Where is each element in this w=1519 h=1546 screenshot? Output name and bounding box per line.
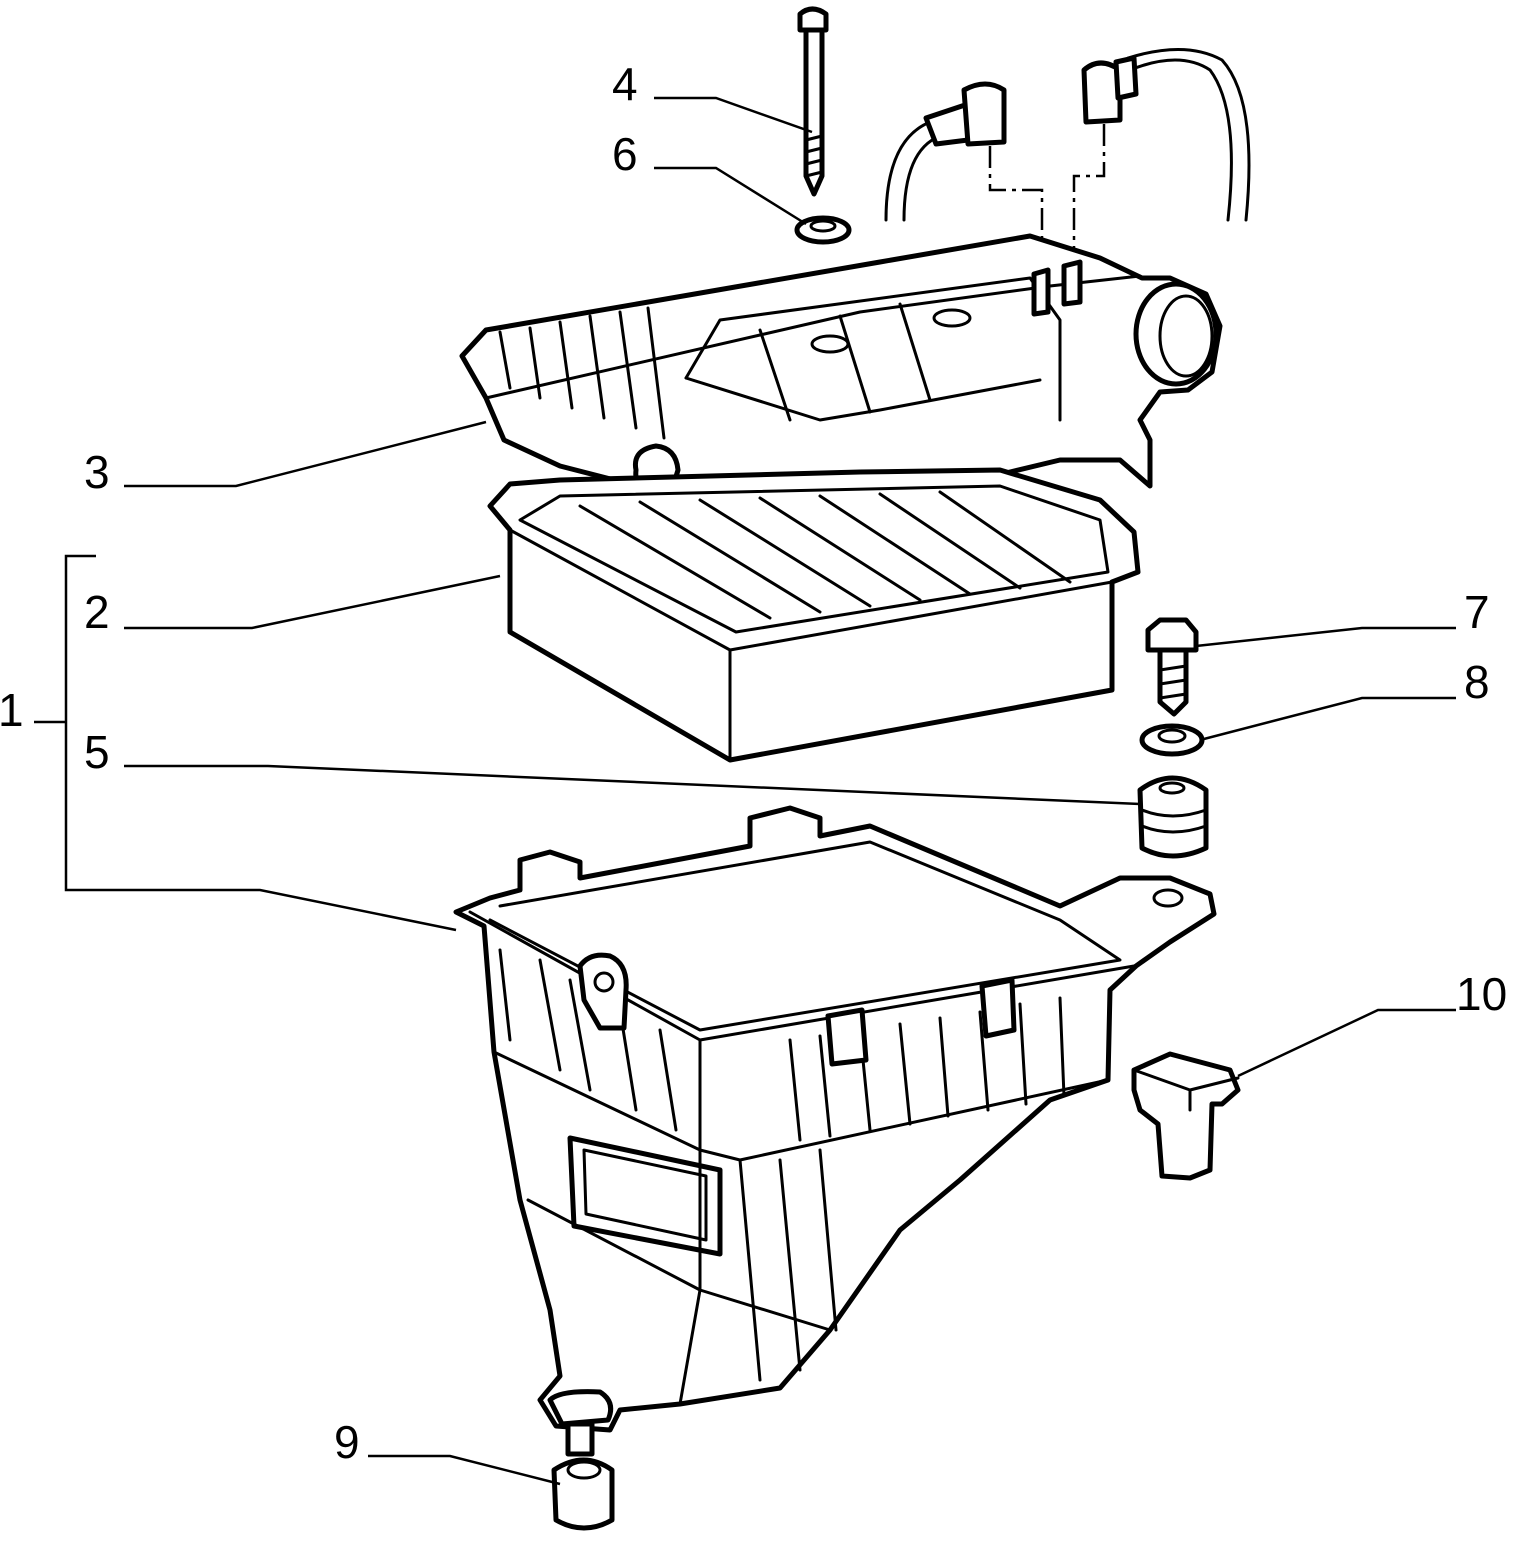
callout-number-3: 3 <box>84 446 110 498</box>
callout-number-6: 6 <box>612 128 638 180</box>
callout-number-4: 4 <box>612 58 638 110</box>
callout-number-7: 7 <box>1464 586 1490 638</box>
hose-connectors <box>884 48 1251 270</box>
part-6-washer <box>794 215 852 245</box>
leader-lines <box>34 96 1456 1486</box>
callout-number-2: 2 <box>84 586 110 638</box>
callout-number-9: 9 <box>334 1416 360 1468</box>
part-8-washer <box>1139 723 1205 757</box>
part-2-filter-element <box>487 467 1141 763</box>
callout-number-1: 1 <box>0 684 24 736</box>
part-5-rubber-mount <box>1137 775 1209 859</box>
part-7-bolt <box>1145 617 1199 717</box>
part-9-grommet <box>551 1457 615 1531</box>
part-1-filter-housing <box>453 805 1217 1457</box>
callout-number-5: 5 <box>84 726 110 778</box>
part-3-filter-cover <box>459 233 1223 533</box>
callout-numbers: 1 2 3 4 5 6 7 8 9 10 <box>0 58 1507 1468</box>
callout-number-10: 10 <box>1456 968 1507 1020</box>
part-10-clip <box>1131 1051 1241 1181</box>
callout-number-8: 8 <box>1464 656 1490 708</box>
part-4-screw <box>797 6 829 197</box>
